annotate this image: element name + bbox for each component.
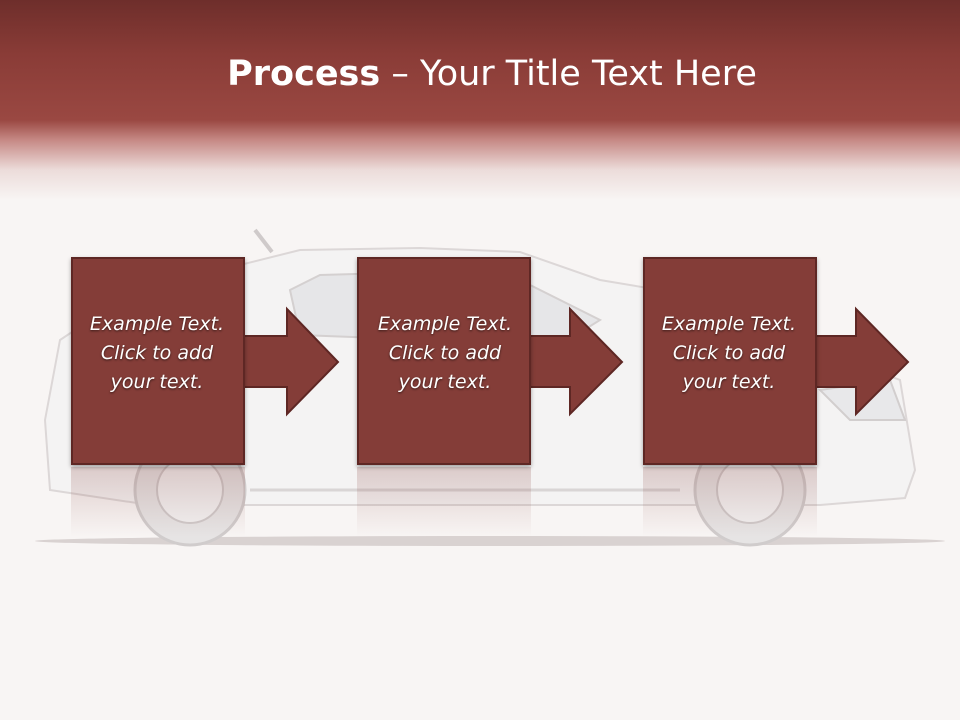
arrow-3 bbox=[811, 306, 910, 417]
arrow-1 bbox=[239, 306, 340, 417]
step-1-reflection bbox=[71, 467, 245, 537]
step-1-text[interactable]: Example Text. Click to add your text. bbox=[89, 313, 225, 393]
title-bold: Process bbox=[227, 54, 381, 94]
step-box-2[interactable] bbox=[357, 257, 531, 465]
step-3-reflection bbox=[643, 467, 817, 537]
title-rest: – Your Title Text Here bbox=[380, 54, 757, 94]
slide-title[interactable]: Process – Your Title Text Here bbox=[0, 52, 960, 96]
title-banner bbox=[0, 0, 960, 200]
step-box-1[interactable] bbox=[71, 257, 245, 465]
arrow-2 bbox=[525, 306, 624, 417]
step-2-text[interactable]: Example Text. Click to add your text. bbox=[377, 313, 513, 393]
step-2-reflection bbox=[357, 467, 531, 537]
step-box-3[interactable] bbox=[643, 257, 817, 465]
step-3-text[interactable]: Example Text. Click to add your text. bbox=[661, 313, 797, 393]
